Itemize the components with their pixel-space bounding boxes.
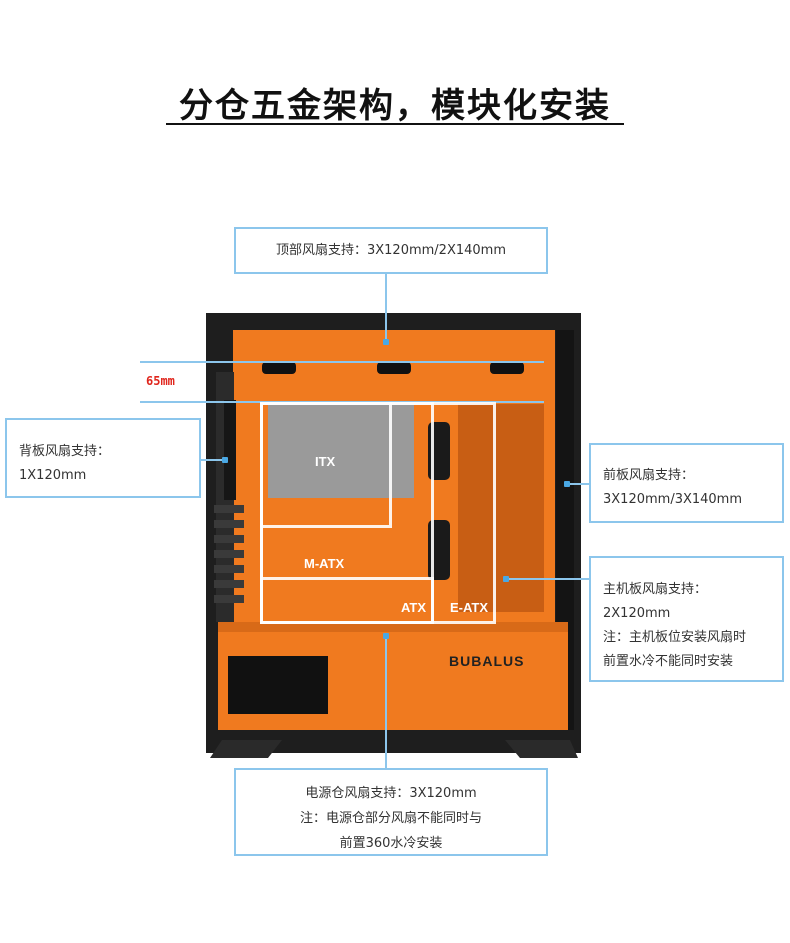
matx-label: M-ATX (304, 556, 345, 571)
eatx-label: E-ATX (450, 600, 489, 615)
callout-mb-line1: 主机板风扇支持： (603, 582, 708, 597)
callout-rear-line2: 1X120mm (19, 468, 87, 483)
callout-mb-line3: 注：主机板位安装风扇时 (603, 630, 747, 645)
itx-label: ITX (315, 454, 336, 469)
title-underline (166, 123, 624, 125)
callout-psu-fan: 电源仓风扇支持：3X120mm 注：电源仓部分风扇不能同时与 前置360水冷安装 (234, 768, 548, 856)
page-title: 分仓五金架构，模块化安装 (179, 86, 611, 126)
rear-fan-slot (224, 400, 236, 500)
anchor-psu (383, 633, 389, 639)
callout-front-fan: 前板风扇支持： 3X120mm/3X140mm (589, 443, 784, 523)
atx-outline (260, 577, 434, 624)
anchor-rear (222, 457, 228, 463)
leader-front (566, 483, 589, 485)
leader-mb (505, 578, 589, 580)
case-foot-right (505, 740, 578, 758)
callout-top-line1: 顶部风扇支持：3X120mm/2X140mm (275, 243, 506, 258)
psu-shroud-top (218, 622, 568, 632)
callout-psu-line2: 注：电源仓部分风扇不能同时与 (299, 811, 482, 826)
callout-rear-fan: 背板风扇支持： 1X120mm (5, 418, 201, 498)
callout-mb-line2: 2X120mm (603, 606, 671, 621)
anchor-front (564, 481, 570, 487)
callout-top-fan: 顶部风扇支持：3X120mm/2X140mm (234, 227, 548, 274)
front-mesh (458, 404, 544, 612)
callout-psu-line1: 电源仓风扇支持：3X120mm (305, 786, 477, 801)
anchor-mb (503, 576, 509, 582)
brand-logo: BUBALUS (449, 653, 525, 669)
callout-mb-line4: 前置水冷不能同时安装 (603, 654, 734, 669)
callout-front-line1: 前板风扇支持： (603, 468, 695, 483)
anchor-top (383, 339, 389, 345)
callout-front-line2: 3X120mm/3X140mm (603, 492, 743, 507)
psu-window (228, 656, 328, 714)
callout-rear-line1: 背板风扇支持： (19, 444, 111, 459)
clearance-line-top (140, 361, 544, 363)
case-foot-left (210, 740, 282, 758)
leader-rear (201, 459, 225, 461)
top-slot-2 (377, 362, 411, 374)
pci-slots (214, 505, 244, 603)
top-slot-1 (262, 362, 296, 374)
clearance-dimension: 65mm (146, 374, 175, 388)
leader-psu (385, 636, 387, 768)
atx-label: ATX (401, 600, 427, 615)
top-slot-3 (490, 362, 524, 374)
callout-motherboard-fan: 主机板风扇支持： 2X120mm 注：主机板位安装风扇时 前置水冷不能同时安装 (589, 556, 784, 682)
callout-psu-line3: 前置360水冷安装 (339, 836, 443, 851)
leader-top (385, 274, 387, 342)
